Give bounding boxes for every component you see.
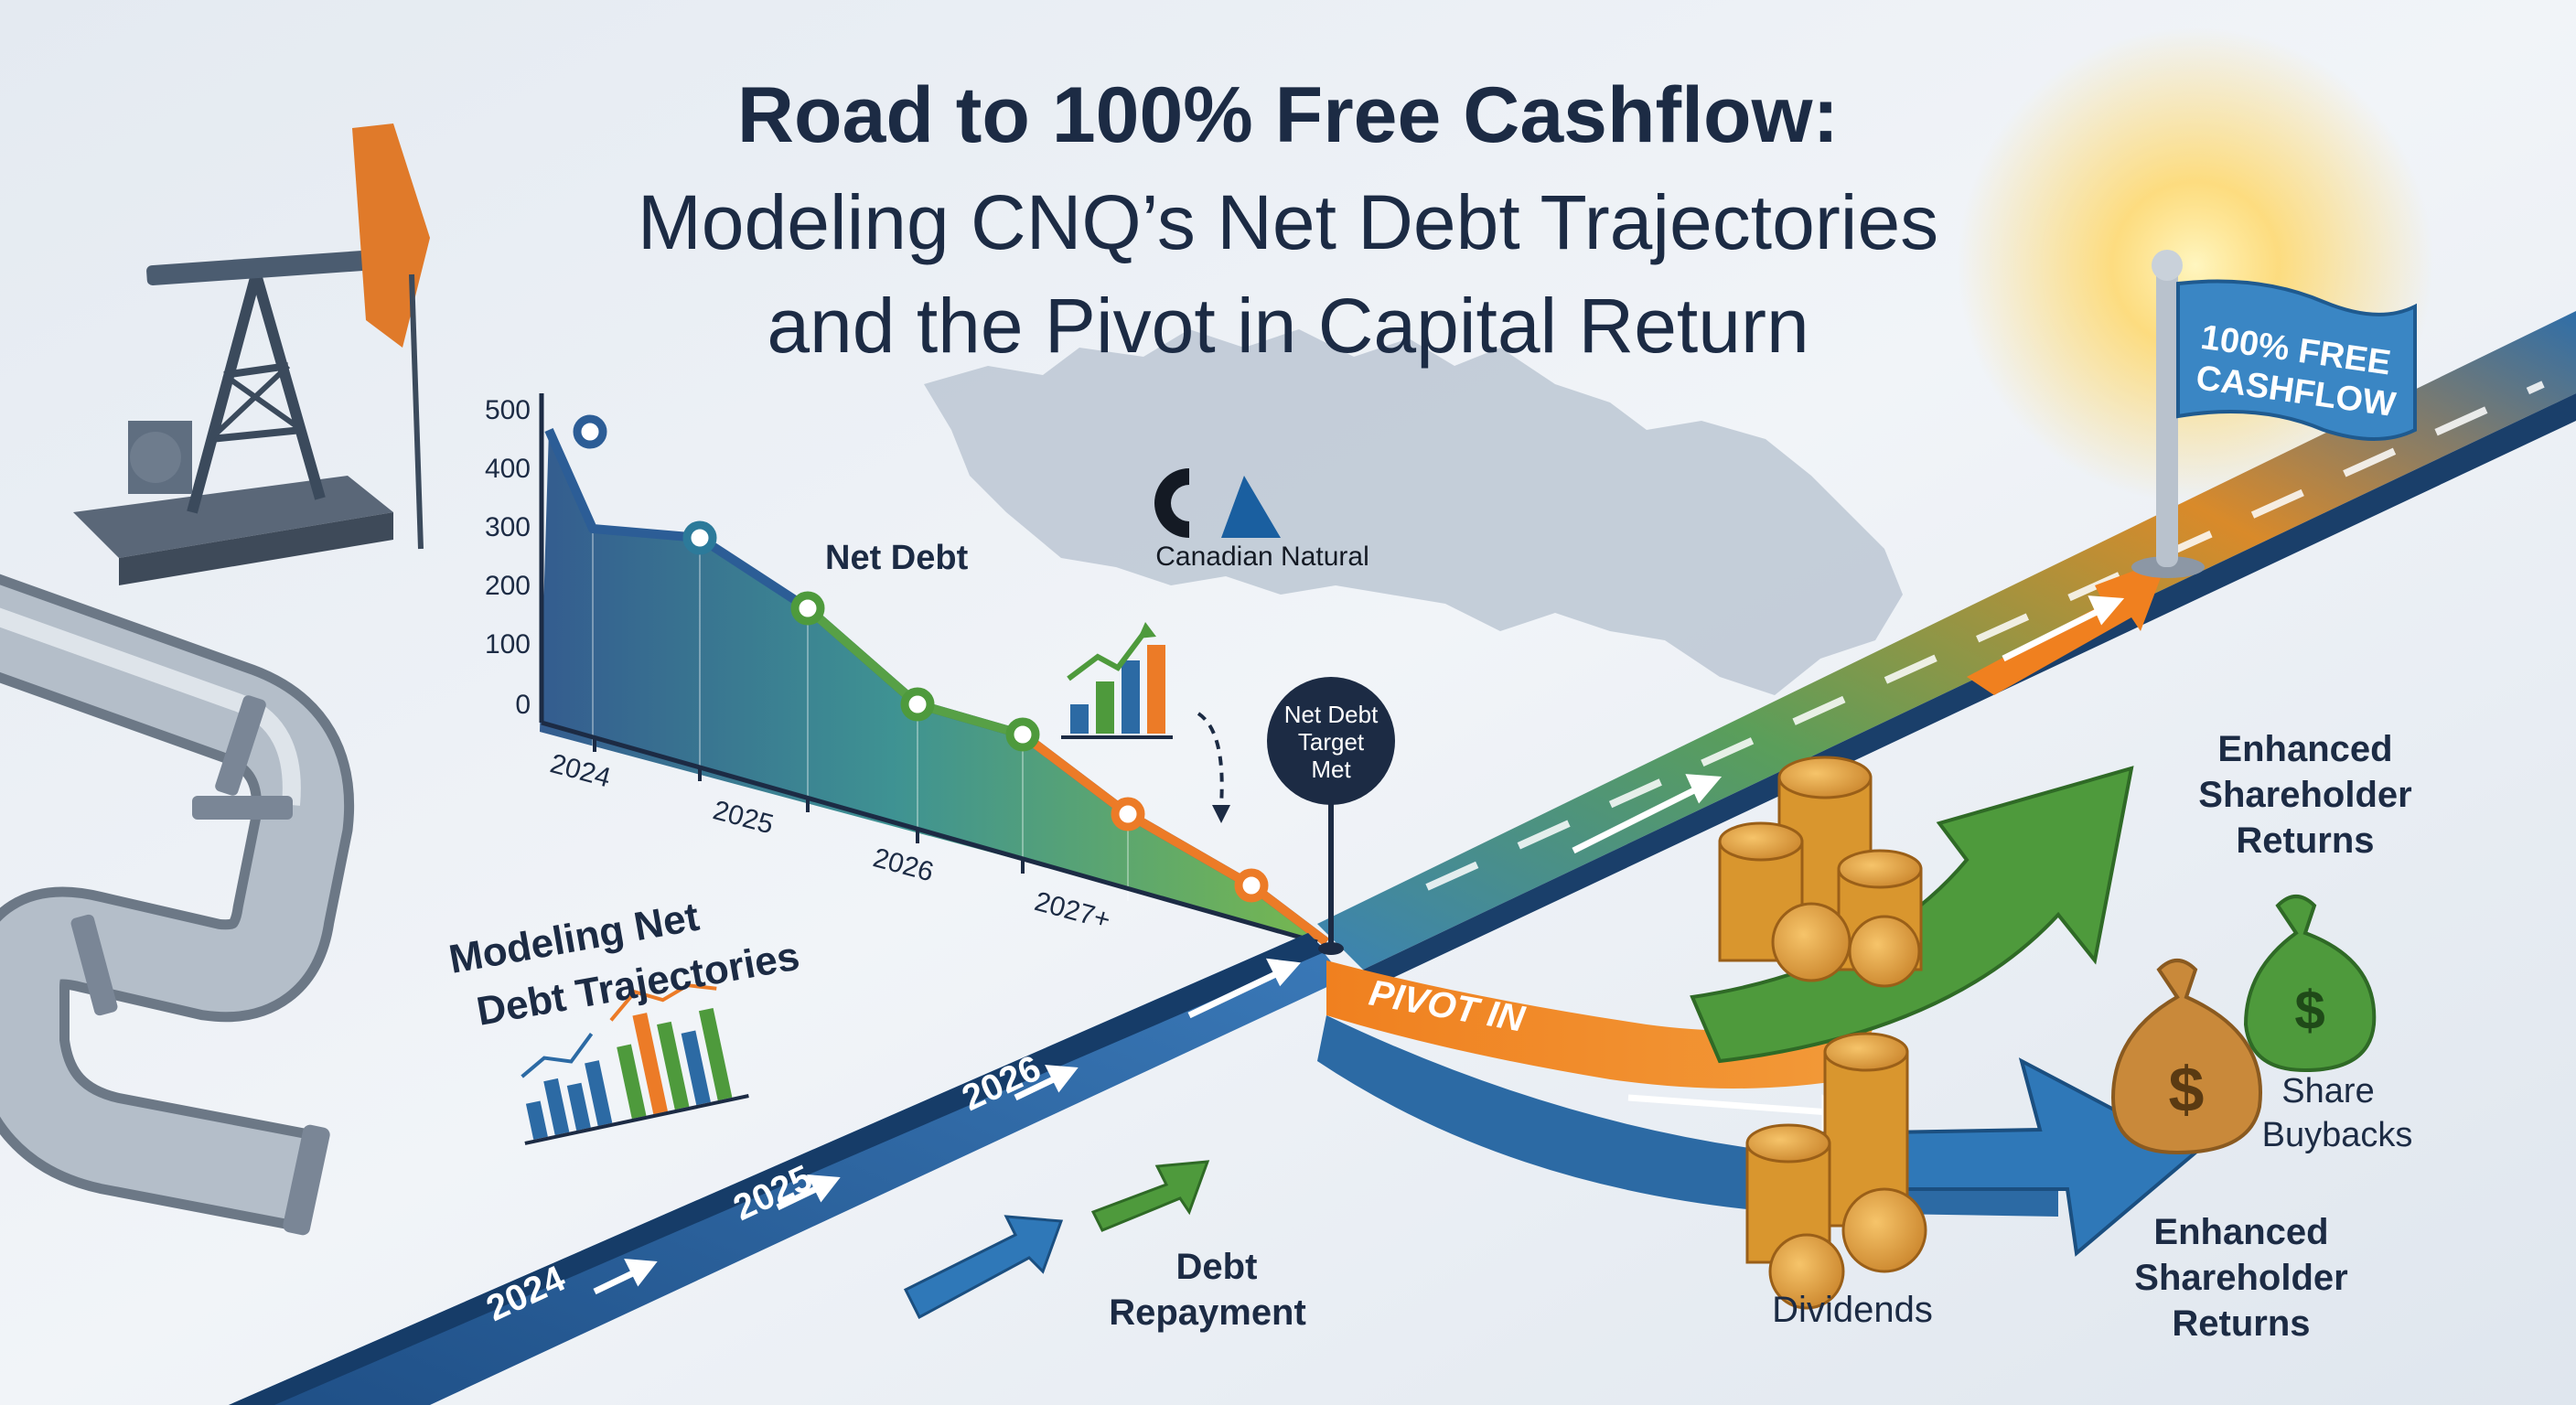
y-tick-label: 500 <box>485 395 531 425</box>
logo-text: Canadian Natural <box>1155 542 1368 572</box>
money-bag-orange: $ <box>2110 959 2262 1155</box>
returns-bottom-line-2: Shareholder <box>2134 1258 2347 1298</box>
canadian-natural-logo: Canadian Natural <box>1154 468 1369 572</box>
modeling-mini-chart-icon <box>521 983 749 1145</box>
data-point <box>573 414 607 449</box>
dividends-label: Dividends <box>1772 1290 1933 1330</box>
coin-stacks <box>1718 756 1927 1310</box>
target-met-marker: Net Debt Target Met <box>1267 677 1395 955</box>
marker-line-2: Target <box>1298 728 1365 756</box>
dollar-icon: $ <box>2294 980 2324 1041</box>
y-tick-label: 0 <box>515 690 531 720</box>
returns-top-line-2: Shareholder <box>2198 775 2411 815</box>
chart-points <box>573 414 1269 903</box>
data-point <box>790 591 825 626</box>
data-point <box>1111 797 1145 831</box>
road-future <box>1317 311 2576 970</box>
debt-repayment-line-2: Repayment <box>1109 1292 1306 1333</box>
coin-stack-upper <box>1718 756 1923 988</box>
y-tick-label: 400 <box>485 454 531 484</box>
annotation-labels: Modeling Net Debt Trajectories Debt Repa… <box>445 729 2412 1344</box>
debt-repayment-line-1: Debt <box>1176 1247 1258 1287</box>
blue-arrow-icon <box>903 1215 1064 1320</box>
logo-mark-right <box>1221 476 1281 538</box>
title-block: Road to 100% Free Cashflow: Modeling CNQ… <box>638 71 1938 369</box>
canada-map <box>924 329 1903 695</box>
net-debt-line-orange <box>1019 731 1330 946</box>
growth-chart-icon <box>1061 622 1230 823</box>
x-tick-marks <box>593 739 1025 874</box>
y-tick-label: 300 <box>485 512 531 542</box>
money-bags: $ $ <box>2110 895 2377 1155</box>
returns-top-line-3: Returns <box>2236 820 2374 861</box>
debt-repayment-arrows <box>903 1160 1210 1320</box>
data-point <box>682 520 717 555</box>
share-buybacks-line-1: Share <box>2281 1072 2374 1110</box>
y-tick-labels: 500 400 300 200 100 0 <box>485 395 531 720</box>
coin-stack-lower <box>1745 1032 1927 1310</box>
data-point <box>1234 868 1269 903</box>
y-tick-label: 100 <box>485 629 531 660</box>
pumpjack-illustration <box>73 123 430 585</box>
share-buybacks-line-2: Buybacks <box>2262 1116 2413 1154</box>
data-point <box>900 687 935 722</box>
money-bag-green: $ <box>2243 895 2377 1073</box>
dollar-icon: $ <box>2169 1054 2205 1125</box>
title-line-2: Modeling CNQ’s Net Debt Trajectories <box>638 179 1938 265</box>
marker-line-1: Net Debt <box>1284 701 1379 728</box>
free-cashflow-flag: 100% FREE CASHFLOW <box>2131 250 2417 578</box>
title-line-3: and the Pivot in Capital Return <box>767 283 1809 369</box>
returns-top-line-1: Enhanced <box>2217 729 2392 769</box>
returns-bottom-line-3: Returns <box>2172 1303 2310 1344</box>
returns-bottom-line-1: Enhanced <box>2153 1212 2328 1252</box>
data-point <box>1005 717 1040 752</box>
y-tick-label: 200 <box>485 571 531 601</box>
green-arrow-icon <box>1090 1160 1210 1232</box>
marker-line-3: Met <box>1311 756 1351 783</box>
logo-mark-left <box>1154 468 1189 538</box>
chart-x-axis <box>541 720 1318 945</box>
title-line-1: Road to 100% Free Cashflow: <box>737 71 1839 159</box>
flag-banner <box>2176 279 2417 441</box>
net-debt-chart: 500 400 300 200 100 0 2024 2025 2026 202… <box>485 393 1330 946</box>
pipeline-illustration <box>0 574 355 1236</box>
net-debt-label: Net Debt <box>825 539 969 577</box>
